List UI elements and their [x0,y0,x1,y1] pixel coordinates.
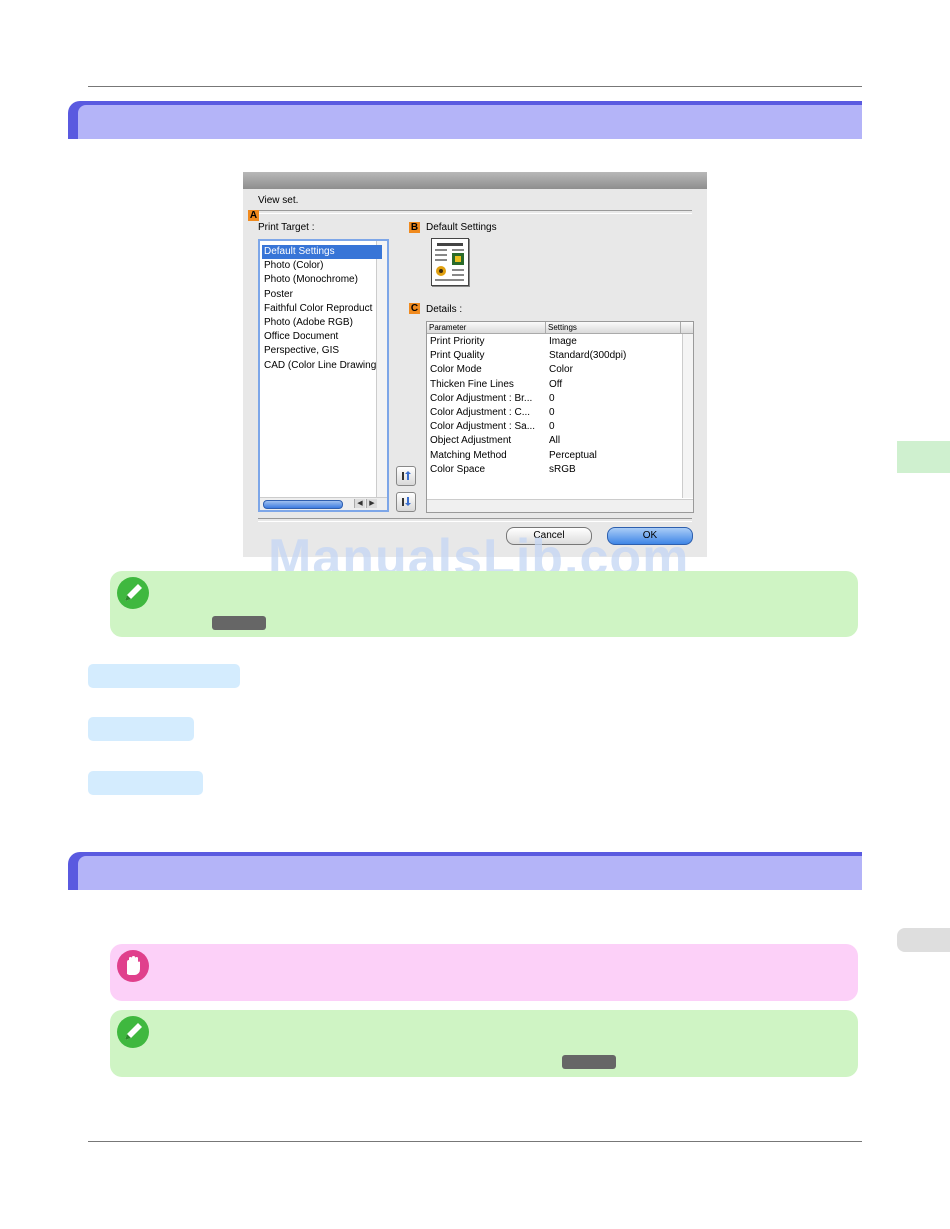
print-target-item[interactable]: Default Settings [262,245,382,259]
table-header: Parameter Settings [427,322,693,334]
section-header-bar-inner [78,856,862,890]
table-row[interactable]: Color Adjustment : Sa... 0 [427,420,681,434]
print-target-item[interactable]: Perspective, GIS [264,345,340,357]
dialog-heading-divider [258,210,692,214]
parameter-cell: Print Quality [430,350,485,362]
setting-cell: 0 [549,421,555,433]
chapter-side-tab[interactable] [897,928,950,952]
parameter-cell: Color Adjustment : Sa... [430,421,536,433]
parameter-cell: Object Adjustment [430,435,512,447]
details-label: Details : [426,304,463,315]
table-header-divider [680,322,681,333]
buttons-divider [258,518,692,522]
table-row[interactable]: Object Adjustment All [427,434,681,448]
setting-cell: Image [549,336,577,347]
table-row[interactable]: Print Priority Image [427,335,681,349]
important-box [110,944,858,1001]
setting-cell: sRGB [549,463,576,475]
pencil-note-icon [117,1016,149,1048]
list-vertical-scrollbar[interactable] [376,241,387,499]
note-box [110,571,858,637]
reference-link-button[interactable] [562,1055,616,1069]
table-header-divider [545,322,546,333]
print-target-item[interactable]: Photo (Adobe RGB) [264,317,353,328]
parameter-cell: Color Adjustment : Br... [430,392,533,404]
print-target-item[interactable]: Faithful Color Reproduct [264,302,373,314]
table-horizontal-scrollbar[interactable] [427,499,693,512]
marker-b: B [409,222,420,233]
table-header-settings[interactable]: Settings [548,323,577,332]
print-target-item[interactable]: Photo (Monochrome) [264,274,358,286]
table-vertical-scrollbar[interactable] [682,334,693,498]
print-target-item[interactable]: Photo (Color) [264,260,324,272]
table-header-parameter[interactable]: Parameter [429,323,467,332]
hand-stop-icon [117,950,149,982]
table-row[interactable]: Color Space sRGB [427,463,681,477]
view-set-dialog: View set. A Print Target : ◀ ▶ Default S… [243,172,707,557]
section-header-bar-inner [78,105,862,139]
setting-cell: Color [549,364,573,376]
setting-cell: 0 [549,392,555,404]
parameter-cell: Color Adjustment : C... [430,407,531,418]
dialog-titlebar [243,172,707,189]
subheading-bar [88,717,194,741]
subheading-bar [88,771,203,795]
parameter-cell: Matching Method [430,449,507,461]
section-header-bar [68,101,862,139]
dialog-heading: View set. [258,195,299,206]
parameter-cell: Color Space [430,463,486,475]
move-up-icon[interactable] [396,466,416,486]
bottom-rule [88,1141,862,1142]
table-row[interactable]: Color Adjustment : C... 0 [427,406,681,420]
move-down-icon[interactable] [396,492,416,512]
setting-cell: Off [549,378,563,390]
note-box [110,1010,858,1077]
scroll-right-icon[interactable]: ▶ [366,499,377,508]
parameter-cell: Print Priority [430,336,485,347]
ok-button[interactable]: OK [607,527,693,545]
print-target-item[interactable]: Office Document [264,331,339,343]
top-rule [88,86,862,87]
setting-cell: 0 [549,407,555,418]
scroll-left-icon[interactable]: ◀ [354,499,365,508]
marker-c: C [409,303,420,314]
chapter-side-tab[interactable] [897,441,950,473]
setting-cell: Perceptual [549,449,597,461]
scroll-thumb[interactable] [263,500,343,509]
print-target-item[interactable]: CAD (Color Line Drawing [264,359,377,371]
setting-cell: All [549,435,561,447]
table-row[interactable]: Color Mode Color [427,363,681,377]
subheading-bar [88,664,240,688]
table-row[interactable]: Matching Method Perceptual [427,449,681,463]
marker-a: A [248,210,259,221]
table-row[interactable]: Thicken Fine Lines Off [427,378,681,392]
list-horizontal-scrollbar[interactable]: ◀ ▶ [260,497,387,510]
print-target-item[interactable]: Poster [264,288,293,300]
table-row[interactable]: Print Quality Standard(300dpi) [427,349,681,363]
document-thumbnail-icon [431,238,469,286]
parameter-cell: Color Mode [430,364,482,376]
setting-cell: Standard(300dpi) [549,350,627,362]
print-target-label: Print Target : [258,222,315,233]
cancel-button[interactable]: Cancel [506,527,592,545]
reference-link-button[interactable] [212,616,266,630]
section-header-bar [68,852,862,890]
table-row[interactable]: Color Adjustment : Br... 0 [427,392,681,406]
default-settings-label: Default Settings [426,222,497,233]
parameter-cell: Thicken Fine Lines [430,378,514,390]
pencil-note-icon [117,577,149,609]
